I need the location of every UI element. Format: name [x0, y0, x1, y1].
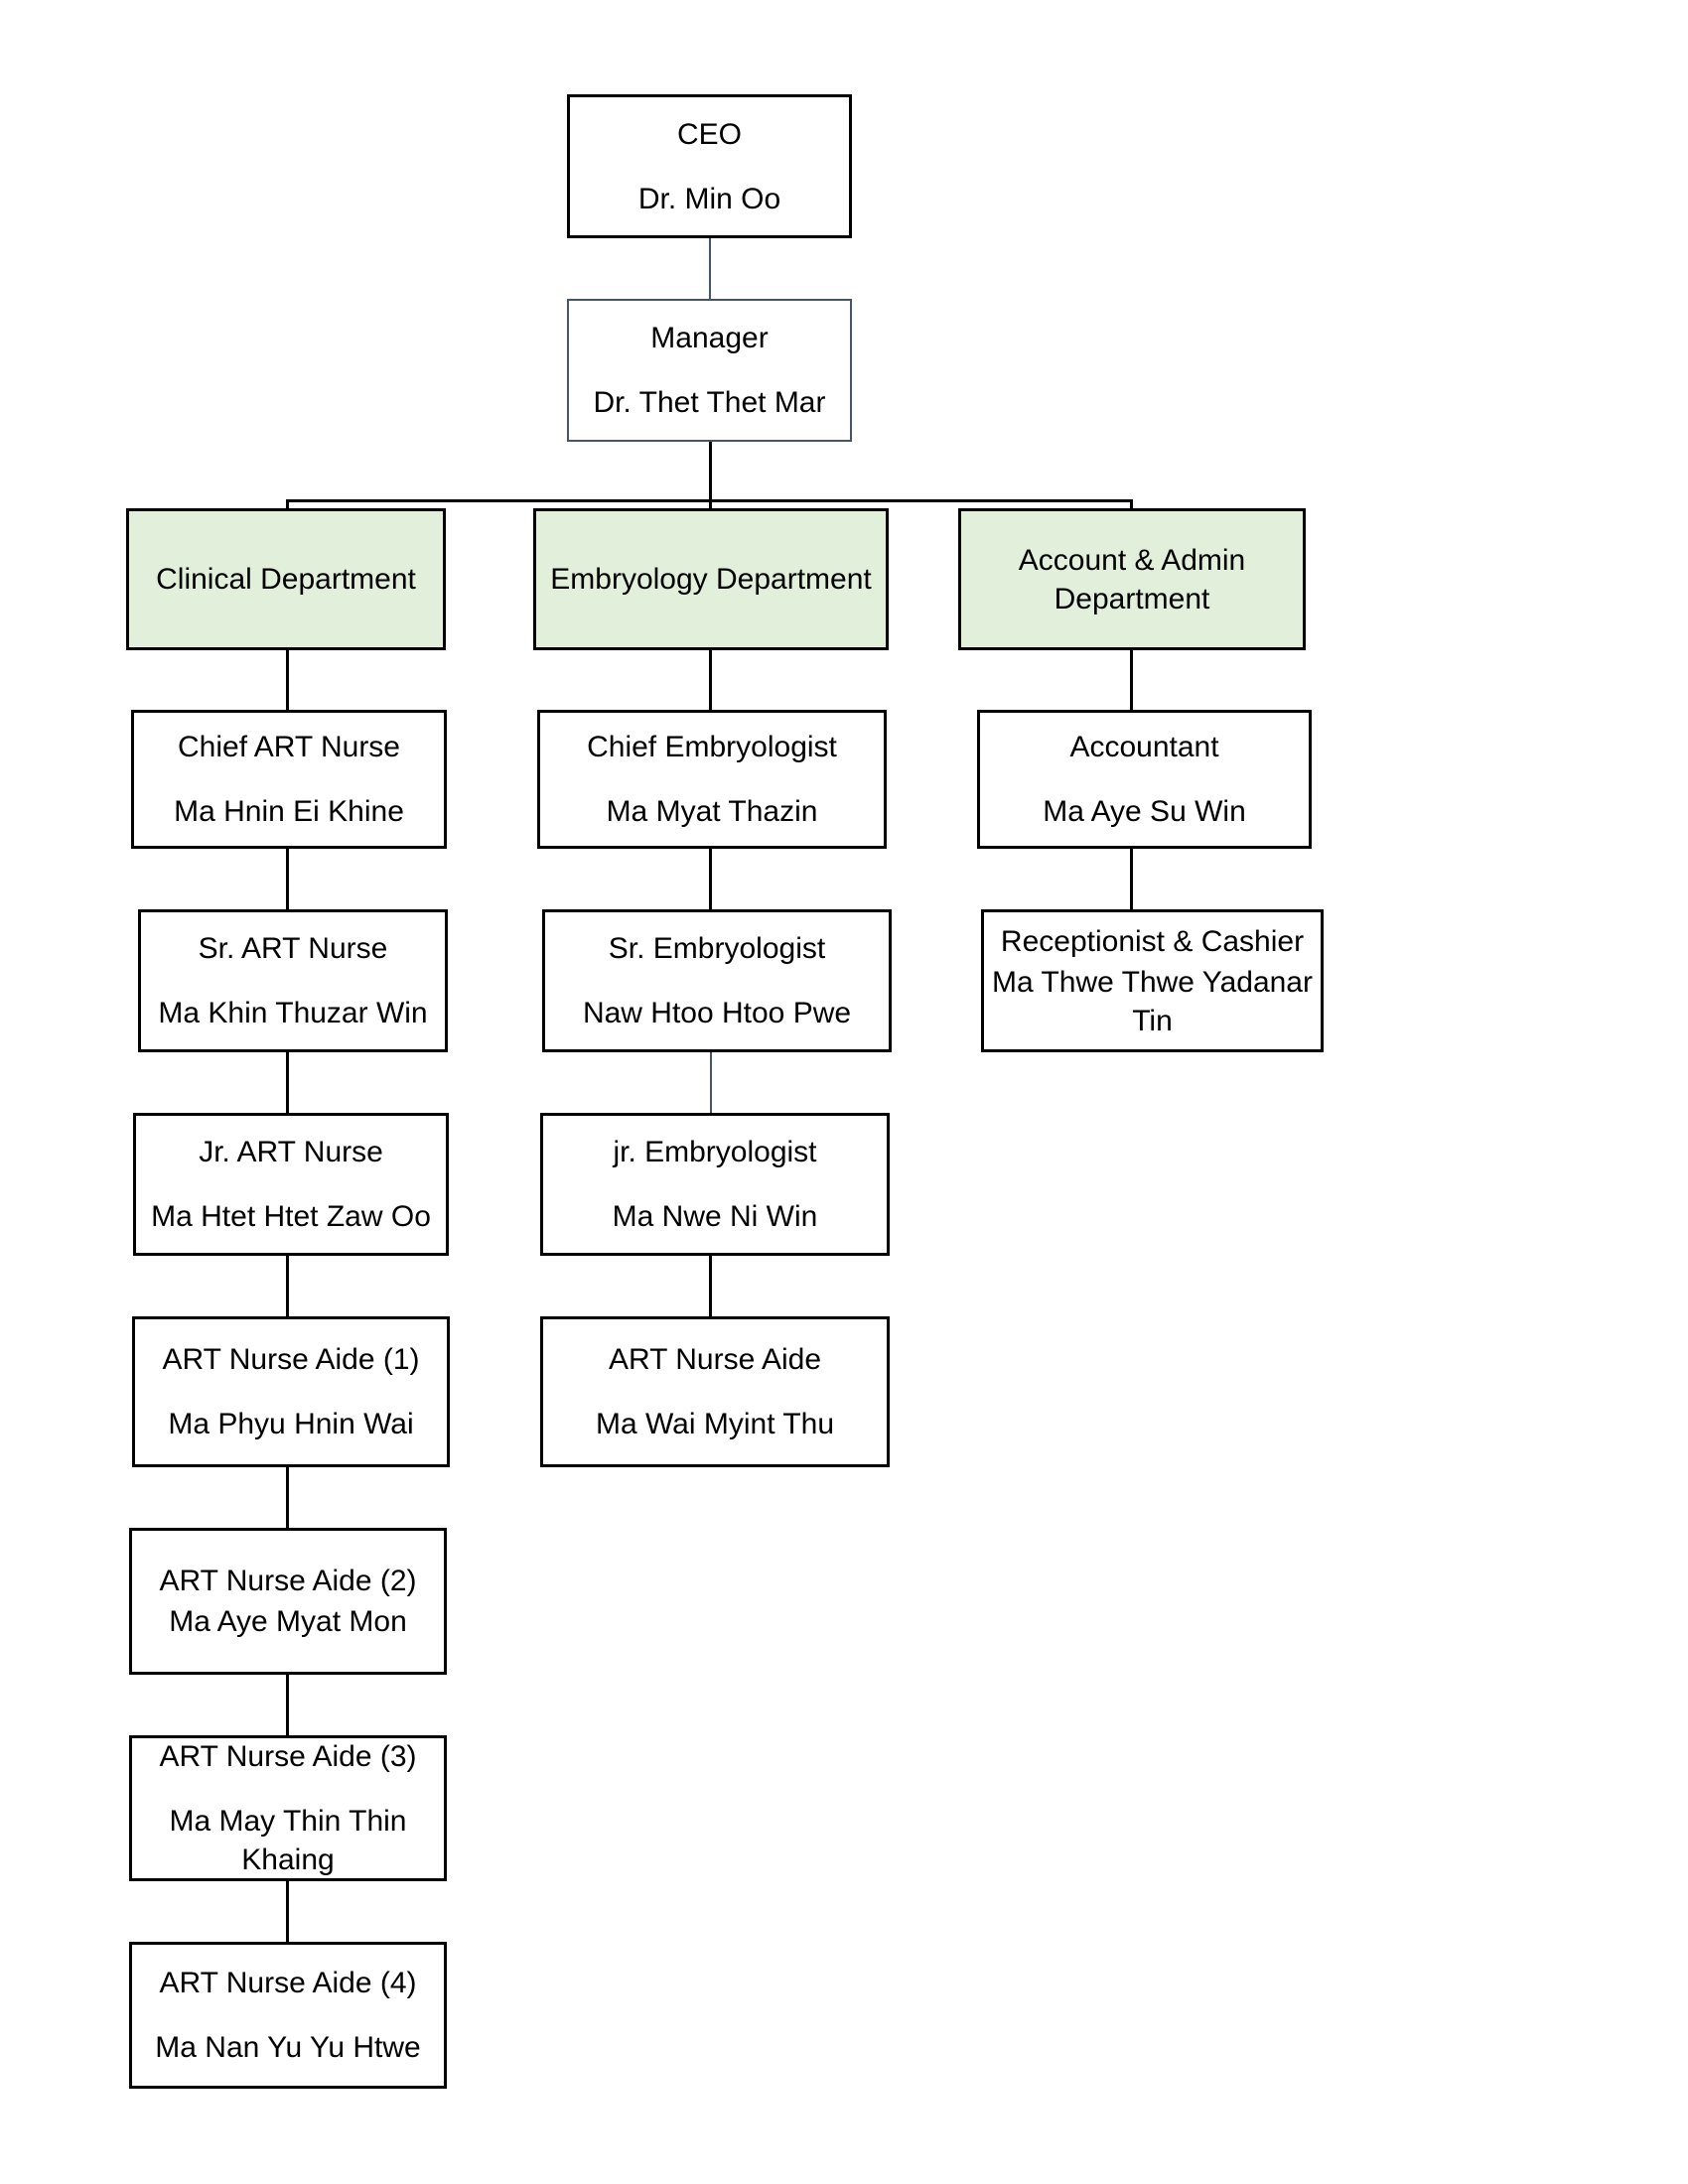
node-person: Ma Hnin Ei Khine: [174, 795, 404, 828]
connector-embryology-dept-to-chief: [709, 650, 712, 710]
node-department-embryology[interactable]: Embryology Department: [533, 508, 889, 650]
node-person: Naw Htoo Htoo Pwe: [582, 997, 852, 1029]
node-person: Ma Nan Yu Yu Htwe: [155, 2031, 421, 2064]
node-ceo[interactable]: CEO Dr. Min Oo: [567, 94, 852, 238]
node-person: Ma May Thin Thin Khaing: [169, 1805, 407, 1876]
node-embryology-jr[interactable]: jr. Embryologist Ma Nwe Ni Win: [540, 1113, 890, 1256]
node-embryology-sr[interactable]: Sr. Embryologist Naw Htoo Htoo Pwe: [542, 909, 892, 1052]
node-admin-receptionist-cashier[interactable]: Receptionist & Cashier Ma Thwe Thwe Yada…: [981, 909, 1324, 1052]
node-manager[interactable]: Manager Dr. Thet Thet Mar: [567, 299, 852, 442]
node-clinical-jr-art-nurse[interactable]: Jr. ART Nurse Ma Htet Htet Zaw Oo: [133, 1113, 449, 1256]
connector-clin2-clin3: [286, 1052, 289, 1113]
connector-manager-down: [709, 442, 712, 501]
node-manager-title: Manager: [650, 322, 769, 354]
node-department-clinical[interactable]: Clinical Department: [126, 508, 446, 650]
node-department-embryology-title: Embryology Department: [550, 563, 872, 596]
node-title: ART Nurse Aide (4): [159, 1967, 417, 1999]
node-title: ART Nurse Aide (3): [159, 1740, 417, 1773]
connector-clin1-clin2: [286, 849, 289, 909]
node-clinical-art-nurse-aide-1[interactable]: ART Nurse Aide (1) Ma Phyu Hnin Wai: [132, 1316, 450, 1467]
node-embryology-chief[interactable]: Chief Embryologist Ma Myat Thazin: [537, 710, 887, 849]
node-person: Ma Aye Su Win: [1043, 795, 1246, 828]
connector-clin4-clin5: [286, 1467, 289, 1528]
node-person: Ma Htet Htet Zaw Oo: [151, 1200, 431, 1233]
connector-emb2-emb3: [710, 1052, 712, 1113]
node-clinical-sr-art-nurse[interactable]: Sr. ART Nurse Ma Khin Thuzar Win: [138, 909, 448, 1052]
connector-clin6-clin7: [286, 1881, 289, 1942]
node-title: ART Nurse Aide: [609, 1343, 821, 1376]
node-department-admin-title: Account & Admin Department: [1018, 543, 1246, 615]
connector-emb3-emb4: [709, 1256, 712, 1316]
node-person: Ma Thwe Thwe Yadanar Tin: [992, 965, 1313, 1037]
connector-adm1-adm2: [1130, 849, 1133, 909]
node-person: Ma Aye Myat Mon: [169, 1605, 407, 1638]
node-title: Sr. ART Nurse: [198, 932, 388, 965]
connector-ceo-manager: [709, 238, 711, 300]
node-person: Ma Nwe Ni Win: [612, 1200, 818, 1233]
node-title: jr. Embryologist: [613, 1136, 817, 1168]
node-ceo-person: Dr. Min Oo: [637, 182, 781, 215]
node-title: Chief Embryologist: [587, 731, 837, 763]
node-title: ART Nurse Aide (2): [159, 1565, 417, 1597]
connector-emb1-emb2: [709, 849, 712, 909]
node-embryology-art-nurse-aide[interactable]: ART Nurse Aide Ma Wai Myint Thu: [540, 1316, 890, 1467]
node-admin-accountant[interactable]: Accountant Ma Aye Su Win: [977, 710, 1312, 849]
node-manager-person: Dr. Thet Thet Mar: [593, 386, 826, 419]
node-clinical-chief-art-nurse[interactable]: Chief ART Nurse Ma Hnin Ei Khine: [131, 710, 447, 849]
node-person: Ma Phyu Hnin Wai: [168, 1408, 414, 1440]
node-person: Ma Khin Thuzar Win: [158, 997, 428, 1029]
node-clinical-art-nurse-aide-2[interactable]: ART Nurse Aide (2) Ma Aye Myat Mon: [129, 1528, 447, 1675]
connector-clinical-dept-to-chief: [286, 650, 289, 710]
node-title: Receptionist & Cashier: [1000, 924, 1305, 958]
node-title: Jr. ART Nurse: [199, 1136, 383, 1168]
node-title: Sr. Embryologist: [608, 932, 826, 965]
node-title: Chief ART Nurse: [178, 731, 400, 763]
node-person: Ma Myat Thazin: [606, 795, 818, 828]
node-clinical-art-nurse-aide-3[interactable]: ART Nurse Aide (3) Ma May Thin Thin Khai…: [129, 1735, 447, 1881]
connector-clin3-clin4: [286, 1256, 289, 1316]
node-person: Ma Wai Myint Thu: [595, 1408, 835, 1440]
node-department-admin[interactable]: Account & Admin Department: [958, 508, 1306, 650]
connector-admin-dept-to-accountant: [1130, 650, 1133, 710]
connector-clin5-clin6: [286, 1675, 289, 1735]
node-department-clinical-title: Clinical Department: [156, 563, 416, 596]
node-title: ART Nurse Aide (1): [162, 1343, 420, 1376]
node-ceo-title: CEO: [676, 117, 742, 151]
node-title: Accountant: [1069, 731, 1219, 763]
node-clinical-art-nurse-aide-4[interactable]: ART Nurse Aide (4) Ma Nan Yu Yu Htwe: [129, 1942, 447, 2089]
